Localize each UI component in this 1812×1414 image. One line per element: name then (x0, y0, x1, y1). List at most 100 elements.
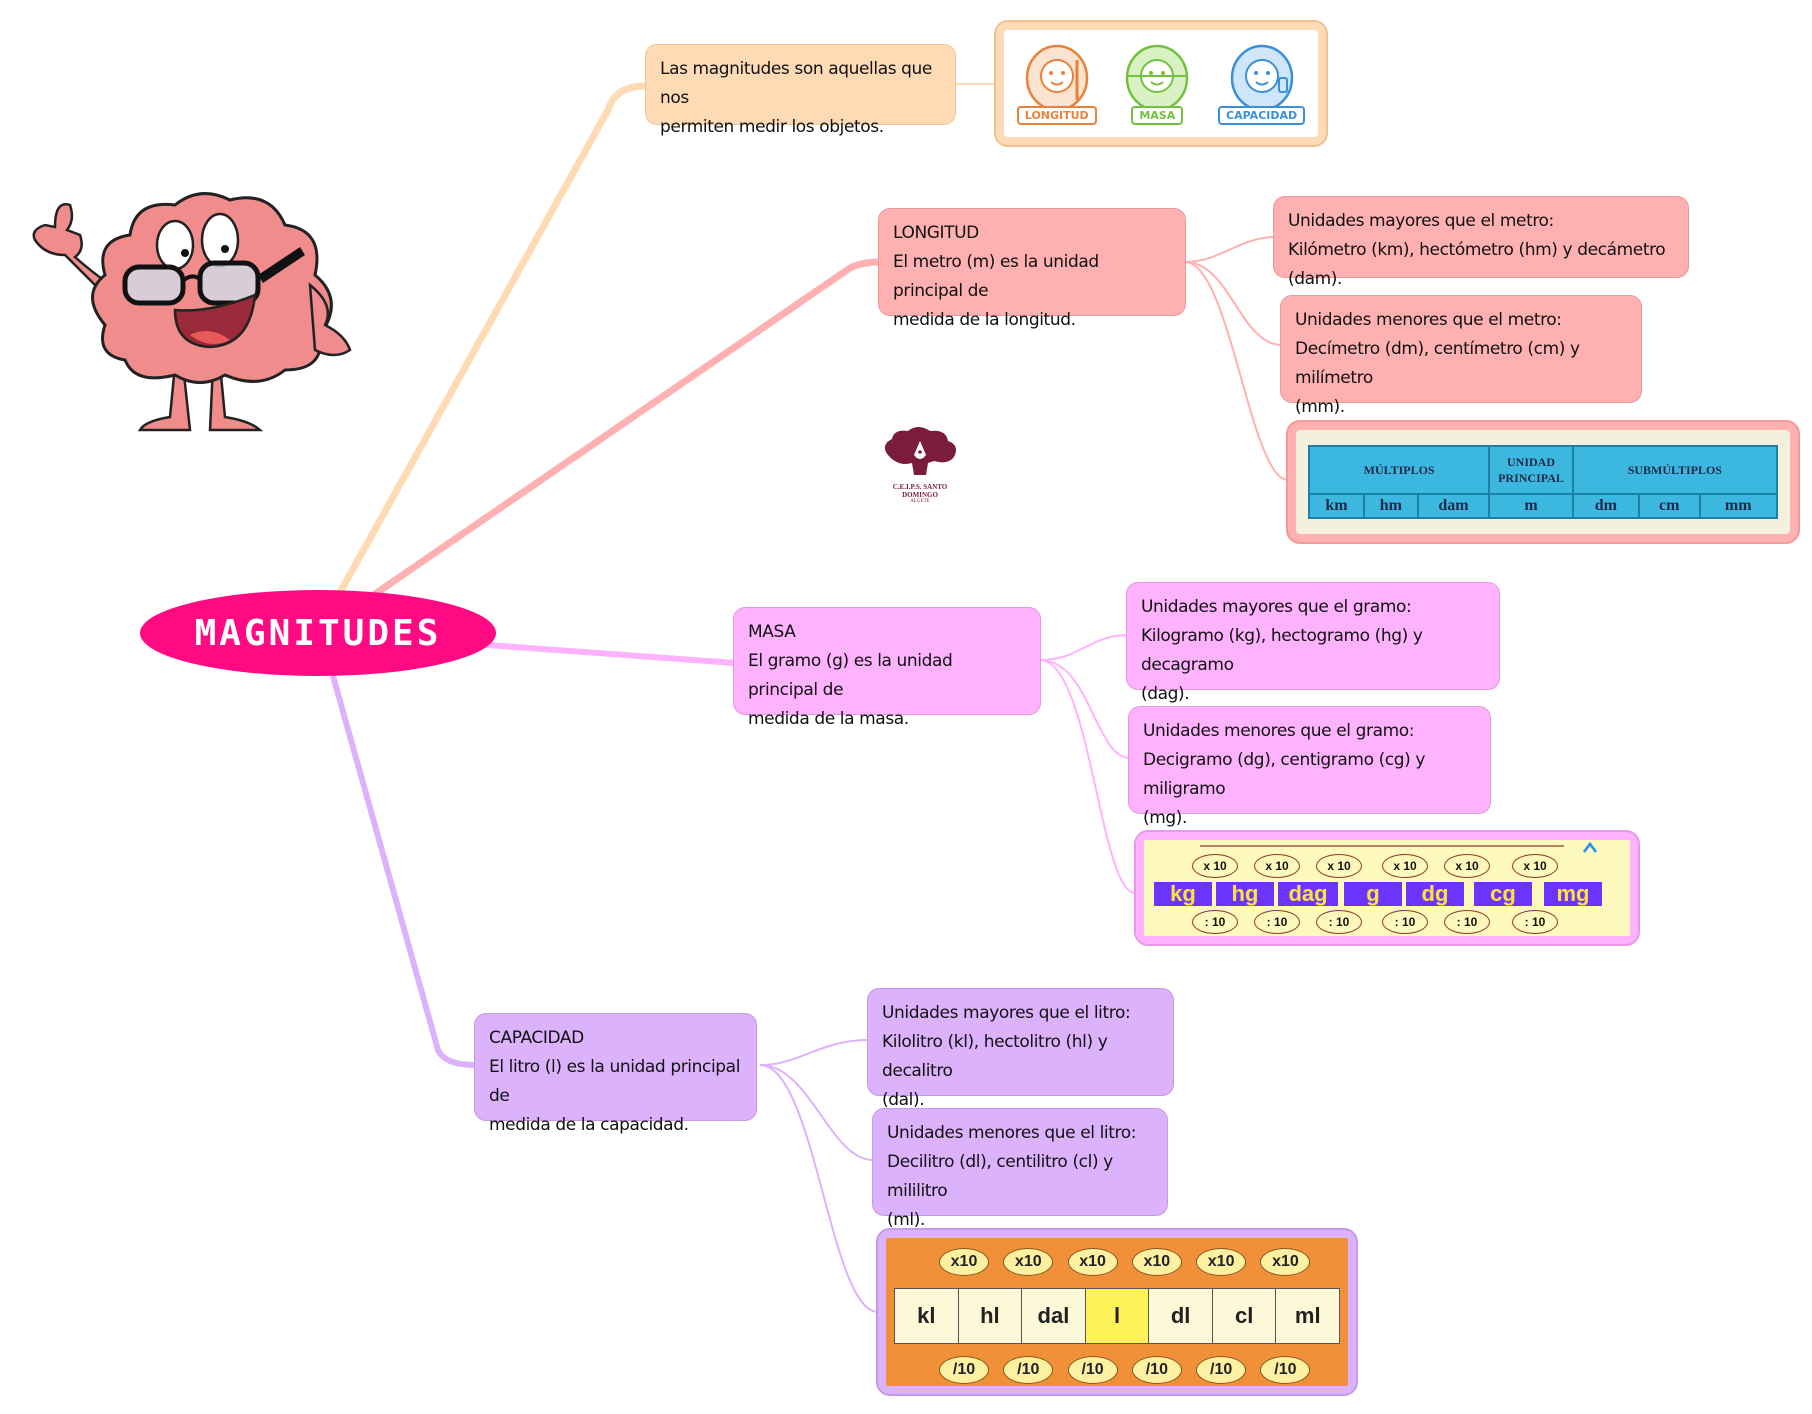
definition-node[interactable]: Las magnitudes son aquellas que nos perm… (645, 44, 956, 137)
capacidad-unit-cell: ml (1276, 1289, 1340, 1343)
capacidad-unit-cell-highlighted: l (1085, 1289, 1150, 1343)
capacidad-line-2: medida de la capacidad. (489, 1115, 689, 1135)
line-capacidad-mayores (759, 1039, 869, 1066)
divide-by-10-label: /10 (1196, 1356, 1247, 1384)
multiply-by-10-label: x10 (1067, 1248, 1118, 1276)
masa-menores-node[interactable]: Unidades menores que el gramo: Decigramo… (1128, 706, 1491, 828)
capacidad-mayores-line-3: (dal). (882, 1090, 925, 1110)
masa-arrows (1200, 841, 1597, 853)
line-capacidad-menores (759, 1064, 874, 1161)
masa-unit-cell: g (1344, 882, 1402, 906)
longitud-units-table: MÚLTIPLOS UNIDAD PRINCIPAL SUBMÚLTIPLOS … (1308, 445, 1778, 519)
multiply-by-10-label: x10 (1260, 1248, 1311, 1276)
capacidad-menores-line-3: (ml). (887, 1210, 925, 1230)
divide-by-10-label: : 10 (1444, 910, 1490, 934)
definition-line-2: permiten medir los objetos. (660, 117, 884, 137)
longitud-mayores-line-2: Kilómetro (km), hectómetro (hm) y decáme… (1288, 240, 1666, 289)
school-logo: C.E.I.P.S. SANTO DOMINGO ALGETE (875, 425, 965, 504)
divide-by-10-label: : 10 (1316, 910, 1362, 934)
longitud-table-image: MÚLTIPLOS UNIDAD PRINCIPAL SUBMÚLTIPLOS … (1296, 430, 1790, 534)
longitud-character-icon (1025, 44, 1089, 112)
masa-mayores-node[interactable]: Unidades mayores que el gramo: Kilogramo… (1126, 582, 1500, 704)
longitud-line-1: El metro (m) es la unidad principal de (893, 252, 1099, 301)
multiply-by-10-label: x10 (1131, 1248, 1182, 1276)
brain-hip-arm (308, 282, 352, 357)
capacidad-unit-cell: kl (895, 1289, 959, 1343)
masa-unit-cell: hg (1216, 882, 1274, 906)
label-capacidad: CAPACIDAD (1218, 106, 1306, 125)
line-masa-strip (1039, 659, 1136, 894)
divide-by-10-label: : 10 (1382, 910, 1428, 934)
capacidad-mayores-line-1: Unidades mayores que el litro: (882, 1003, 1131, 1023)
masa-character-icon (1126, 44, 1189, 112)
unit-cell: m (1487, 493, 1575, 519)
magnitudes-image-node[interactable]: LONGITUD MASA CAPACIDAD (994, 20, 1328, 147)
capacidad-character-icon (1230, 44, 1293, 112)
capacidad-mayores-node[interactable]: Unidades mayores que el litro: Kilolitro… (867, 988, 1174, 1110)
logo-name: C.E.I.P.S. SANTO DOMINGO (892, 483, 948, 499)
header-submultiplos: SUBMÚLTIPLOS (1572, 445, 1778, 495)
masa-unit-cell: dg (1406, 882, 1464, 906)
line-capacidad-strip (759, 1064, 879, 1313)
figure-longitud: LONGITUD (1016, 42, 1097, 125)
longitud-title: LONGITUD (893, 223, 979, 243)
line-longitud-mayores (1184, 236, 1276, 263)
line-masa-menores (1039, 659, 1131, 759)
line-longitud-menores (1184, 261, 1283, 346)
brain-eye-right (200, 212, 240, 268)
multiply-by-10-label: x10 (939, 1248, 989, 1276)
central-topic[interactable]: MAGNITUDES (140, 590, 496, 676)
unit-cell: mm (1698, 493, 1778, 519)
masa-unit-cell: kg (1154, 882, 1212, 906)
label-longitud: LONGITUD (1016, 106, 1097, 125)
masa-node[interactable]: MASA El gramo (g) es la unidad principal… (733, 607, 1041, 729)
header-multiplos: MÚLTIPLOS (1308, 445, 1490, 495)
divide-by-10-label: : 10 (1512, 910, 1558, 934)
multiply-by-10-label: x10 (1003, 1248, 1054, 1276)
divide-by-10-label: : 10 (1254, 910, 1300, 934)
unit-cell: dm (1572, 493, 1640, 519)
masa-line-2: medida de la masa. (748, 709, 909, 729)
multiply-by-10-label: x 10 (1512, 854, 1558, 878)
branch-line-capacidad (330, 673, 478, 1068)
definition-line-1: Las magnitudes son aquellas que nos (660, 59, 932, 108)
multiply-by-10-label: x 10 (1316, 854, 1362, 878)
divide-by-10-label: /10 (1131, 1356, 1182, 1384)
masa-unit-cell: dag (1278, 882, 1338, 906)
longitud-mayores-node[interactable]: Unidades mayores que el metro: Kilómetro… (1273, 196, 1689, 289)
longitud-menores-line-1: Unidades menores que el metro: (1295, 310, 1562, 330)
divide-by-10-label: /10 (1067, 1356, 1118, 1384)
capacidad-menores-node[interactable]: Unidades menores que el litro: Decilitro… (872, 1108, 1168, 1230)
capacidad-node[interactable]: CAPACIDAD El litro (l) es la unidad prin… (474, 1013, 757, 1135)
capacidad-menores-line-2: Decilitro (dl), centilitro (cl) y milili… (887, 1152, 1113, 1201)
longitud-mayores-line-1: Unidades mayores que el metro: (1288, 211, 1554, 231)
capacidad-title: CAPACIDAD (489, 1028, 584, 1048)
divide-by-10-label: /10 (939, 1356, 989, 1384)
line-longitud-table (1184, 261, 1289, 481)
longitud-table-node[interactable]: MÚLTIPLOS UNIDAD PRINCIPAL SUBMÚLTIPLOS … (1286, 420, 1800, 544)
masa-unit-cell: mg (1544, 882, 1602, 906)
label-masa: MASA (1131, 106, 1184, 125)
divide-by-10-label: /10 (1003, 1356, 1054, 1384)
multiply-by-10-label: x 10 (1254, 854, 1300, 878)
unit-cell: km (1308, 493, 1365, 519)
capacidad-line-1: El litro (l) es la unidad principal de (489, 1057, 741, 1106)
unit-cell: dam (1417, 493, 1490, 519)
brain-legs (137, 363, 264, 432)
longitud-node[interactable]: LONGITUD El metro (m) es la unidad princ… (878, 208, 1186, 330)
caret-up-icon (1583, 841, 1597, 853)
central-topic-label: MAGNITUDES (194, 612, 442, 654)
header-unidad-principal: UNIDAD PRINCIPAL (1487, 445, 1575, 495)
longitud-menores-node[interactable]: Unidades menores que el metro: Decímetro… (1280, 295, 1642, 417)
capacidad-unit-cell: dl (1149, 1289, 1213, 1343)
longitud-menores-line-2: Decímetro (dm), centímetro (cm) y milíme… (1295, 339, 1580, 388)
longitud-line-2: medida de la longitud. (893, 310, 1076, 330)
masa-title: MASA (748, 622, 796, 642)
capacidad-menores-line-1: Unidades menores que el litro: (887, 1123, 1137, 1143)
